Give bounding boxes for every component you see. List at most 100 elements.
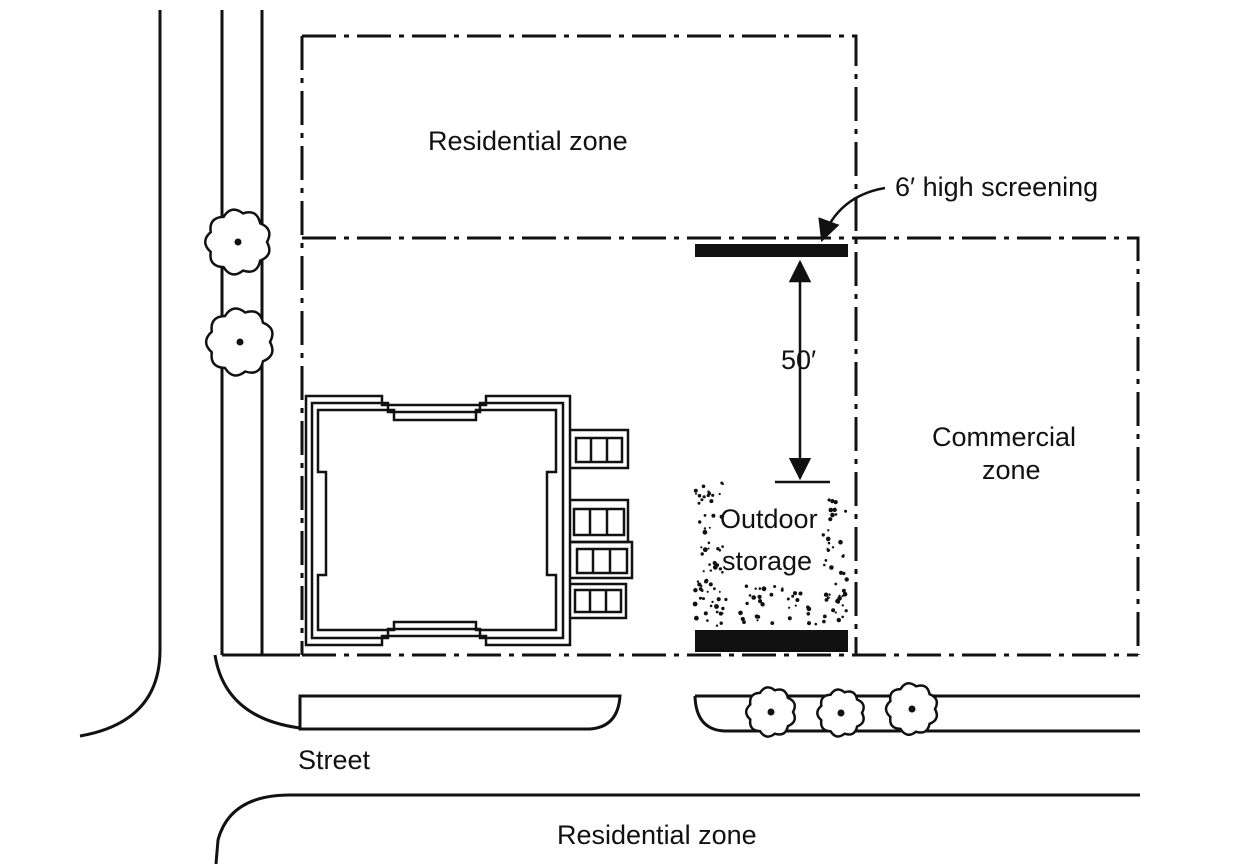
distance-label: 50′ xyxy=(781,345,816,375)
stipple-dot xyxy=(708,563,711,566)
stipple-dot xyxy=(821,533,825,537)
stipple-dot xyxy=(791,594,795,598)
stipple-dot xyxy=(748,594,752,597)
parked-car xyxy=(570,582,628,620)
stipple-dot xyxy=(699,584,703,588)
stipple-dot xyxy=(719,514,724,519)
stipple-dot xyxy=(824,598,829,602)
stipple-dot xyxy=(721,606,725,611)
stipple-dot xyxy=(707,547,710,550)
stipple-dot xyxy=(706,619,709,622)
stipple-dot xyxy=(722,483,724,486)
residential-zone-bottom-label: Residential zone xyxy=(557,820,757,850)
commercial-zone-label-line1: Commercial xyxy=(932,422,1076,452)
stipple-dot xyxy=(798,591,803,596)
stipple-dot xyxy=(823,563,826,567)
stipple-dot xyxy=(701,484,706,489)
trees xyxy=(203,208,939,738)
tree-icon xyxy=(744,686,797,738)
street-label: Street xyxy=(298,745,371,775)
stipple-dot xyxy=(831,608,836,613)
stipple-dot xyxy=(773,585,777,588)
stipple-dot xyxy=(844,609,848,613)
parked-car xyxy=(570,498,630,544)
stipple-dot xyxy=(825,536,831,542)
stipple-dot xyxy=(711,600,714,604)
stipple-dot xyxy=(742,620,746,624)
stipple-dot xyxy=(756,619,759,622)
commercial-zone-label-line2: zone xyxy=(982,455,1041,485)
zone-boundaries xyxy=(300,34,1140,657)
stipple-dot xyxy=(721,571,724,574)
screening-wall-north xyxy=(695,244,848,257)
stipple-dot xyxy=(794,604,797,607)
stipple-dot xyxy=(827,541,831,545)
stipple-dot xyxy=(841,615,844,619)
stipple-dot xyxy=(745,601,749,606)
stipple-dot xyxy=(833,500,838,505)
tree-icon xyxy=(203,208,271,276)
stipple-dot xyxy=(834,611,837,614)
stipple-dot xyxy=(841,588,846,593)
stipple-dot xyxy=(694,615,699,621)
stipple-dot xyxy=(700,498,704,502)
stipple-dot xyxy=(836,600,840,604)
stipple-dot xyxy=(718,611,723,616)
stipple-dot xyxy=(841,595,844,598)
stipple-dot xyxy=(823,592,829,597)
screening-wall-south xyxy=(695,630,848,652)
stipple-dot xyxy=(697,501,701,505)
stipple-dot xyxy=(702,597,705,601)
stipple-dot xyxy=(740,616,745,622)
stipple-dot xyxy=(841,604,844,607)
stipple-dot xyxy=(719,621,723,625)
stipple-dot xyxy=(693,588,698,593)
stipple-dot xyxy=(831,546,835,549)
stipple-dot xyxy=(761,586,767,592)
stipple-dot xyxy=(702,570,705,573)
stipple-dot xyxy=(834,513,838,516)
screening-label: 6′ high screening xyxy=(895,172,1098,202)
stipple-dot xyxy=(718,567,723,571)
stipple-dot xyxy=(826,547,829,550)
stipple-dot xyxy=(834,582,838,586)
stipple-dot xyxy=(758,587,762,590)
stipple-dot xyxy=(806,612,811,616)
stipple-dot xyxy=(838,570,844,575)
stipple-dot xyxy=(711,513,716,518)
stipple-dot xyxy=(838,594,841,597)
stipple-dot xyxy=(758,599,763,604)
stipple-dot xyxy=(838,539,843,545)
stipple-dot xyxy=(711,493,715,497)
stipple-dot xyxy=(716,547,720,551)
building-footprint xyxy=(304,394,572,647)
stipple-dot xyxy=(760,602,765,607)
stipple-dot xyxy=(744,584,749,588)
stipple-dot xyxy=(769,592,774,597)
stipple-dot xyxy=(824,559,828,562)
stipple-dot xyxy=(697,493,702,498)
stipple-dot xyxy=(844,577,849,582)
stipple-dot xyxy=(715,624,719,627)
stipple-dot xyxy=(706,590,709,593)
stipple-dot xyxy=(754,614,759,619)
stipple-dot xyxy=(704,579,708,584)
stipple-dot xyxy=(703,527,707,530)
stipple-dot xyxy=(718,590,721,593)
stipple-dot xyxy=(822,614,827,619)
stipple-dot xyxy=(751,595,756,600)
stipple-dot xyxy=(770,621,775,625)
stipple-dot xyxy=(698,587,703,591)
stipple-dot xyxy=(828,507,834,513)
stipple-dot xyxy=(695,492,697,495)
stipple-dot xyxy=(844,509,848,513)
parked-car xyxy=(570,540,634,580)
stipple-dot xyxy=(708,582,713,587)
parked-car xyxy=(570,428,630,470)
stipple-dot xyxy=(828,517,833,522)
stipple-dot xyxy=(699,596,703,600)
screening-leader-arrow xyxy=(818,186,886,243)
stipple-dot xyxy=(698,520,702,524)
storage-stipple xyxy=(692,481,849,627)
